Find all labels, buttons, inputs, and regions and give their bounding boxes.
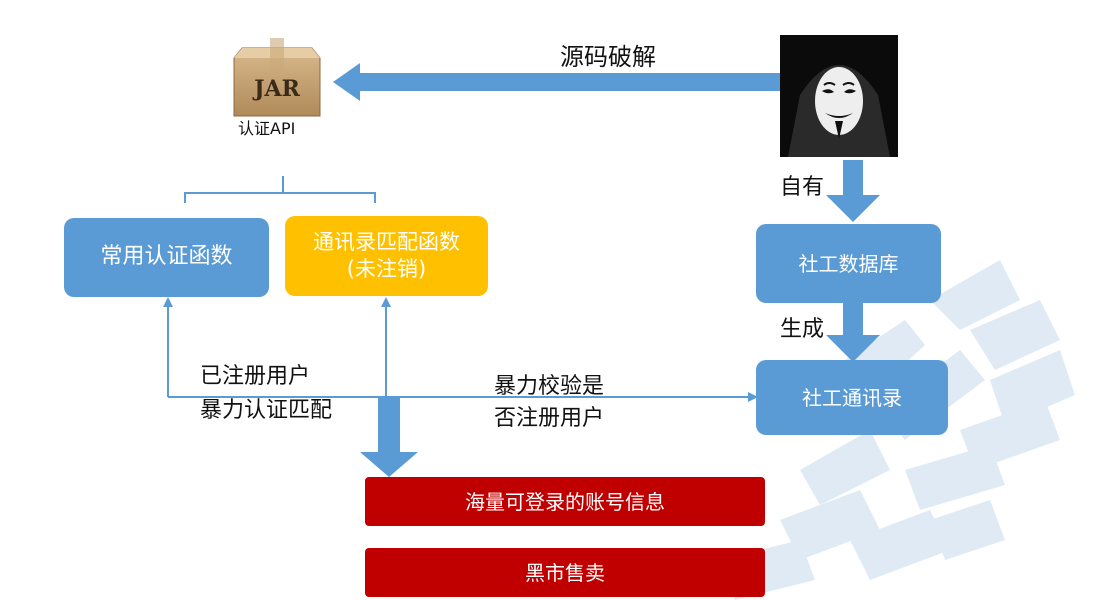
social-db-box: 社工数据库 [756, 224, 941, 303]
arrow-to-accounts [360, 398, 418, 477]
label-brute-line2: 否注册用户 [494, 406, 605, 431]
social-db-label: 社工数据库 [798, 251, 899, 276]
contacts-match-box: 通讯录匹配函数 (未注销) [285, 216, 488, 296]
accounts-label: 海量可登录的账号信息 [465, 489, 665, 514]
arrow-source-crack [333, 63, 780, 101]
anonymous-mask-icon [780, 35, 898, 157]
social-contacts-box: 社工通讯录 [756, 360, 948, 435]
social-contacts-label: 社工通讯录 [802, 385, 902, 410]
arrow-to-contacts-match [381, 297, 391, 307]
label-generate: 生成 [780, 317, 825, 342]
jar-caption: 认证API [238, 119, 296, 138]
api-bracket [184, 176, 376, 203]
accounts-box: 海量可登录的账号信息 [365, 477, 765, 526]
arrow-to-social-contacts [748, 392, 758, 402]
arrow-own [826, 160, 880, 222]
arrow-to-common-auth [163, 297, 173, 307]
arrow-generate [826, 303, 880, 362]
common-auth-box: 常用认证函数 [64, 218, 269, 297]
common-auth-label: 常用认证函数 [100, 244, 233, 270]
label-registered-line1: 已注册用户 [200, 364, 311, 389]
label-own: 自有 [780, 175, 825, 200]
label-registered-line2: 暴力认证匹配 [200, 398, 333, 423]
jar-label: JAR [254, 76, 300, 102]
contacts-match-label-line1: 通讯录匹配函数 [313, 229, 460, 254]
label-brute-line1: 暴力校验是 [494, 374, 605, 399]
jar-archive-icon: JAR [232, 38, 322, 120]
label-source-crack: 源码破解 [560, 43, 656, 71]
contacts-match-label-line2: (未注销) [346, 257, 427, 281]
black-market-box: 黑市售卖 [365, 548, 765, 597]
black-market-label: 黑市售卖 [525, 560, 605, 585]
